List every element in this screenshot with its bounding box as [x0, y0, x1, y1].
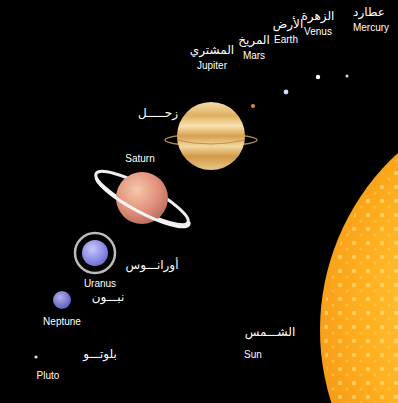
planet-label: الشـــمس [245, 326, 295, 339]
sun [320, 90, 398, 403]
planet-label: Uranus [84, 278, 116, 289]
mercury [346, 75, 349, 78]
planet-label: Neptune [43, 316, 81, 327]
planet-label: أورانـــوس [126, 259, 179, 272]
saturn [116, 172, 168, 224]
mars [251, 104, 255, 108]
planet-label: الزهرة [302, 10, 335, 23]
planet-label: نبـــون [92, 291, 125, 304]
planet-label: Mars [243, 50, 265, 61]
planet-label: Jupiter [197, 60, 227, 71]
pluto [34, 355, 37, 358]
venus [316, 75, 320, 79]
planet-label: Earth [274, 34, 298, 45]
saturn-ring-back [90, 163, 193, 233]
earth [284, 90, 289, 95]
uranus-ring [75, 233, 115, 273]
planet-label: الأرض [273, 18, 303, 31]
planet-label: المريخ [238, 34, 270, 47]
sun-texture [324, 94, 398, 403]
planet-label: Sun [244, 349, 262, 360]
uranus [82, 240, 108, 266]
planet-label: المشتري [190, 44, 234, 57]
planet-label: Mercury [353, 22, 389, 33]
jupiter-ring-front [177, 140, 245, 144]
planet-label: عطارد [353, 6, 385, 19]
planet-label: Venus [304, 26, 332, 37]
saturn-ring-front [96, 178, 189, 227]
planet-label: زحـــــل [138, 107, 178, 120]
planet-label: Saturn [125, 153, 154, 164]
jupiter [177, 102, 245, 170]
planet-label: بلوتـــو [83, 348, 117, 361]
planet-label: Pluto [37, 370, 60, 381]
neptune [53, 291, 71, 309]
